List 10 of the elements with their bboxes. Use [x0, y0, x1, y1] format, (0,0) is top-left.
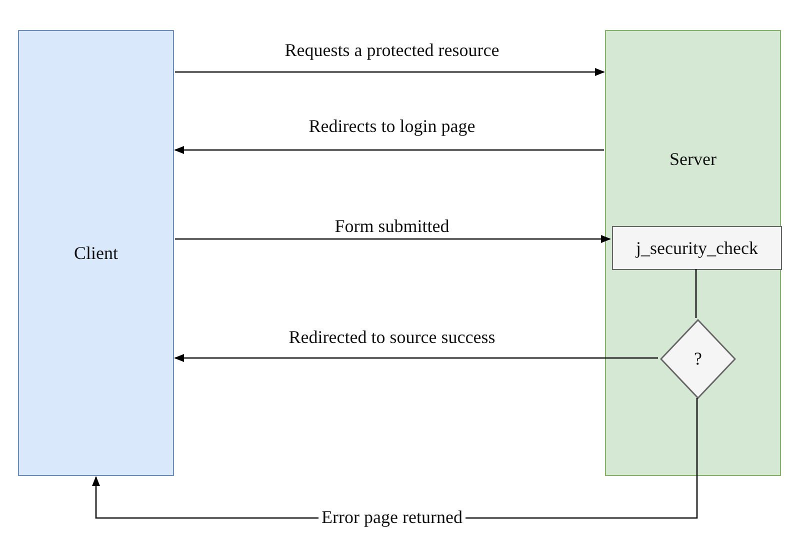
- server-box: [605, 30, 781, 476]
- process-box: j_security_check: [612, 226, 782, 270]
- arrow: [174, 146, 604, 154]
- group-label: Server: [670, 149, 716, 170]
- arrow: [174, 354, 658, 362]
- connector-line: [695, 269, 697, 318]
- node-label: ?: [694, 348, 702, 370]
- arrow: [175, 68, 605, 76]
- arrow: [175, 235, 611, 243]
- client-box: Client: [18, 30, 174, 476]
